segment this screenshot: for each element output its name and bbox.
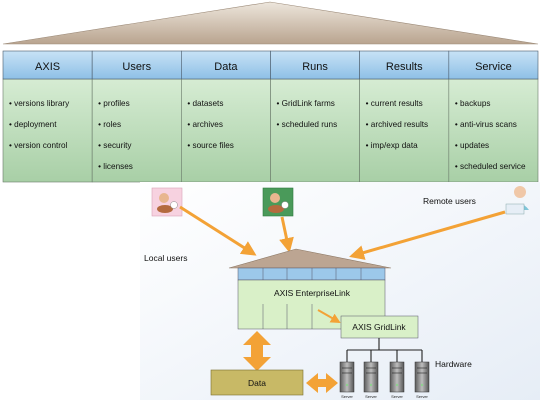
column-header (359, 50, 450, 80)
column-header (448, 50, 539, 80)
local-user-icon (151, 187, 183, 217)
column-item: • current results (366, 99, 423, 108)
column-item: • scheduled runs (277, 120, 338, 129)
column-body (181, 78, 271, 183)
column-item: • archived results (366, 120, 428, 129)
server-label: Server (365, 394, 377, 399)
column-item: • licenses (98, 162, 133, 171)
column-body (448, 78, 539, 183)
column-header-label: Runs (302, 61, 328, 73)
server-icon (389, 361, 405, 393)
top-roof (2, 1, 539, 45)
column-body (91, 78, 182, 183)
column-item: • profiles (98, 99, 130, 108)
remote-users-label: Remote users (423, 196, 476, 206)
column-body (270, 78, 360, 183)
data-box (210, 369, 304, 396)
column-item: • updates (455, 141, 489, 150)
column-header (181, 50, 271, 80)
remote-user-icon (505, 186, 529, 215)
arrow-remote-user (349, 210, 506, 260)
local-user-icon (262, 187, 294, 217)
server-label: Server (391, 394, 403, 399)
server-icon (363, 361, 379, 393)
column-item: • imp/exp data (366, 141, 418, 150)
arrow-data-servers (306, 373, 338, 393)
column-item: • roles (98, 120, 121, 129)
column-header (270, 50, 360, 80)
network-tree (346, 338, 423, 362)
column-header-label: Users (122, 61, 151, 73)
column-item: • scheduled service (455, 162, 526, 171)
column-item: • source files (187, 141, 234, 150)
arrow-enterprise-data (243, 331, 271, 371)
column-header-label: Service (475, 61, 512, 73)
arrow-local-user-1 (179, 205, 257, 256)
enterprise-link-label: AXIS EnterpriseLink (274, 288, 351, 298)
server-icon (339, 361, 355, 393)
local-users-label: Local users (144, 253, 187, 263)
column-item: • anti-virus scans (455, 120, 517, 129)
enterprise-link-box (237, 279, 386, 330)
arrow-to-gridlink (317, 309, 341, 323)
arrow-local-user-2 (279, 216, 294, 253)
column-item: • security (98, 141, 132, 150)
hardware-label: Hardware (435, 359, 472, 369)
column-item: • versions library (9, 99, 70, 108)
column-item: • deployment (9, 120, 57, 129)
enterprise-header-strip (237, 267, 386, 281)
server-label: Server (341, 394, 353, 399)
capability-columns: AXIS • versions library • deployment • vers… (2, 50, 539, 183)
server-label: Server (416, 394, 428, 399)
data-box-label: Data (248, 378, 266, 388)
server-icon (414, 361, 430, 393)
column-item: • GridLink farms (277, 99, 335, 108)
column-item: • archives (187, 120, 223, 129)
column-body (359, 78, 450, 183)
column-header-label: AXIS (35, 61, 60, 73)
column-body (2, 78, 93, 183)
grid-link-label: AXIS GridLink (352, 322, 406, 332)
column-header (2, 50, 93, 80)
column-header (91, 50, 182, 80)
column-item: • version control (9, 141, 68, 150)
column-header-label: Results (386, 61, 423, 73)
server-group: Server Server Server Server (339, 361, 430, 399)
column-item: • backups (455, 99, 491, 108)
column-item: • datasets (187, 99, 223, 108)
column-header-label: Data (214, 61, 238, 73)
